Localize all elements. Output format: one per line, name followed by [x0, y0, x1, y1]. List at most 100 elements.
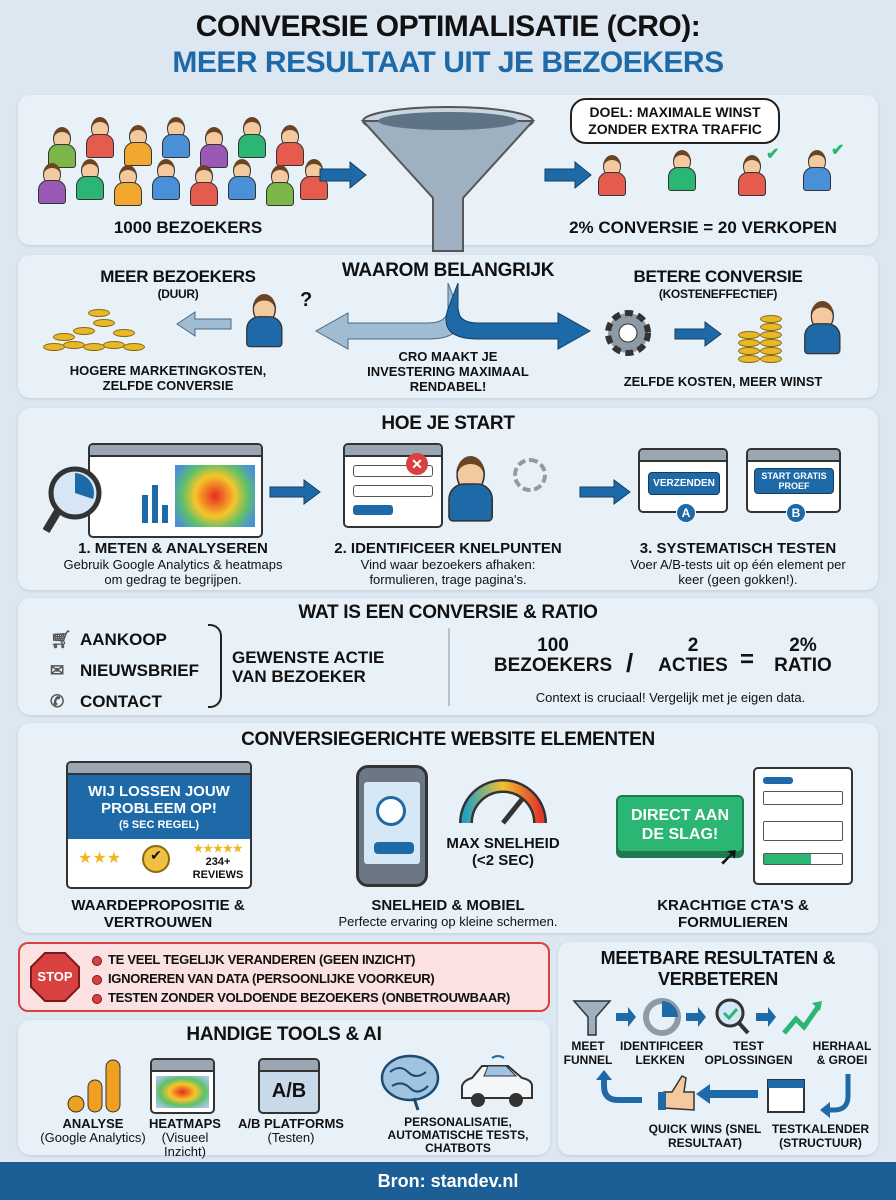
hero-banner: WIJ LOSSEN JOUW PROBLEEM OP!(5 SEC REGEL…	[68, 775, 250, 839]
tools-title: HANDIGE TOOLS & AI	[186, 1024, 382, 1045]
stop-sign-icon	[30, 952, 80, 1002]
title-line-2: MEER RESULTAAT UIT JE BEZOEKERS	[172, 46, 724, 79]
conversion-result-label: 2% CONVERSIE = 20 VERKOPEN	[569, 218, 837, 237]
better-conversion-sub: (KOSTENEFFECTIEF)	[658, 287, 778, 301]
arrow-left-icon	[176, 311, 232, 337]
better-conversion-title: BETERE CONVERSIE	[633, 267, 803, 286]
step-2-desc: Vind waar bezoekers afhaken: formulieren…	[360, 557, 536, 587]
cta-title: KRACHTIGE CTA'S & FORMULIEREN	[657, 897, 809, 931]
cursor-icon: ➚	[718, 841, 740, 871]
ratio-panel: WAT IS EEN CONVERSIE & RATIO 🛒︎AANKOOP ✉…	[18, 598, 878, 715]
ratio-result: 2%RATIO	[774, 635, 832, 676]
action-purchase: 🛒︎AANKOOP	[50, 624, 199, 655]
arrow-right-icon	[674, 321, 722, 347]
tool-ab: A/B PLATFORMS(Testen)	[238, 1116, 344, 1145]
stopwatch-icon	[376, 796, 406, 826]
pitfall-item: TESTEN ZONDER VOLDOENDE BEZOEKERS (ONBET…	[92, 988, 510, 1007]
cycle-title: MEETBARE RESULTATEN & VERBETEREN	[600, 948, 836, 989]
arrow-right-icon	[616, 1007, 636, 1027]
coin-stack-icon	[738, 305, 788, 365]
elements-title: CONVERSIEGERICHTE WEBSITE ELEMENTEN	[241, 729, 655, 750]
tools-panel: HANDIGE TOOLS & AI A/B ANALYSE(Google An…	[18, 1020, 550, 1159]
cart-icon: 🛒︎	[50, 630, 72, 649]
visitors-label: 1000 BEZOEKERS	[113, 218, 263, 237]
visitors-crowd	[38, 115, 328, 215]
google-analytics-icon	[67, 1059, 121, 1113]
brain-icon	[380, 1054, 440, 1111]
action-newsletter: ✉NIEUWSBRIEF	[50, 655, 199, 686]
growth-arrow-icon	[782, 1005, 821, 1035]
cycle-step-4: HERHAAL & GROEI	[812, 1039, 872, 1067]
why-title: WAAROM BELANGRIJK	[341, 260, 555, 281]
loading-spinner-icon	[513, 458, 547, 492]
value-prop-window: WIJ LOSSEN JOUW PROBLEEM OP!(5 SEC REGEL…	[66, 761, 252, 889]
magnifier-check-icon	[715, 998, 745, 1028]
heatmap-image	[175, 465, 255, 527]
start-panel: HOE JE START ✕ VERZENDEN START GRATIS PR…	[18, 408, 878, 590]
variant-b-badge: B	[786, 503, 806, 523]
error-icon: ✕	[406, 453, 428, 475]
pitfall-item: IGNOREREN VAN DATA (PERSOONLIJKE VOORKEU…	[92, 969, 510, 988]
thinking-person	[246, 294, 283, 348]
cta-button[interactable]: DIRECT AAN DE SLAG!	[616, 795, 744, 853]
tool-analyse: ANALYSE(Google Analytics)	[40, 1116, 146, 1145]
variant-b-window: START GRATIS PROEF	[746, 448, 841, 513]
form-window	[343, 443, 443, 528]
funnel-panel: 1000 BEZOEKERS DOEL: MAXIMALE WINST ZOND…	[18, 95, 878, 252]
step-1-desc: Gebruik Google Analytics & heatmaps om g…	[63, 557, 283, 587]
test-calendar-label: TESTKALENDER (STRUCTUUR)	[771, 1122, 870, 1150]
ratio-title: WAT IS EEN CONVERSIE & RATIO	[298, 602, 598, 623]
value-prop-title: WAARDEPROPOSITIE & VERTROUWEN	[71, 897, 245, 931]
variant-a-badge: A	[676, 503, 696, 523]
stars-icon: ★★★	[78, 850, 122, 867]
why-panel: WAAROM BELANGRIJK MEER BEZOEKERS (DUUR) …	[18, 255, 878, 398]
variant-a-window: VERZENDEN	[638, 448, 728, 513]
variant-b-button[interactable]: START GRATIS PROEF	[754, 468, 834, 494]
magnifier-icon	[43, 466, 102, 534]
arrow-right-icon	[756, 1007, 776, 1027]
more-visitors-title: MEER BEZOEKERS	[100, 267, 256, 286]
quick-wins-label: QUICK WINS (SNEL RESULTAAT)	[648, 1122, 762, 1150]
cycle-step-3: TEST OPLOSSINGEN	[704, 1039, 793, 1067]
arrow-right-icon	[269, 479, 321, 505]
smart-car-icon	[461, 1055, 533, 1107]
brace	[208, 624, 222, 708]
cro-caption: CRO MAAKT JE INVESTERING MAXIMAAL RENDAB…	[367, 349, 529, 394]
progress-bar	[763, 853, 843, 865]
happy-person	[804, 301, 841, 355]
equals-sign: =	[740, 646, 755, 673]
step-3-title: 3. SYSTEMATISCH TESTEN	[639, 540, 837, 557]
phone-icon: ✆	[50, 692, 65, 711]
pitfalls-list: TE VEEL TEGELIJK VERANDEREN (GEEN INZICH…	[92, 950, 510, 1007]
divider	[448, 628, 450, 706]
cycle-icons	[572, 998, 822, 1036]
buyers-group: ✔✔	[588, 142, 848, 210]
split-arrows-icon	[314, 283, 592, 350]
start-title: HOE JE START	[381, 413, 515, 434]
badge-icon: ✔	[142, 845, 170, 873]
check-icon: ✔	[766, 146, 780, 163]
tool-heatmaps: HEATMAPS(Visueel Inzicht)	[149, 1116, 221, 1159]
speed-mobile-title: SNELHEID & MOBIEL	[371, 897, 525, 914]
arrow-right-icon	[319, 160, 367, 190]
speed-mobile-desc: Perfecte ervaring op kleine schermen.	[338, 914, 558, 929]
title-line-1: CONVERSIE OPTIMALISATIE (CRO):	[195, 10, 701, 43]
pitfalls-panel: STOP TE VEEL TEGELIJK VERANDEREN (GEEN I…	[18, 942, 550, 1012]
more-visitors-caption: HOGERE MARKETINGKOSTEN, ZELFDE CONVERSIE	[69, 363, 267, 393]
funnel-icon	[360, 106, 536, 252]
footer-source: Bron: standev.nl	[0, 1162, 896, 1200]
gear-icon	[605, 310, 651, 356]
reviews-count: ★★★★★234+ REVIEWS	[192, 843, 244, 881]
ratio-note: Context is cruciaal! Vergelijk met je ei…	[535, 690, 806, 705]
frustrated-person	[448, 456, 494, 522]
cycle-step-2: IDENTIFICEER LEKKEN	[620, 1039, 704, 1067]
phone-icon	[356, 765, 428, 887]
heatmap-tool-icon	[150, 1058, 215, 1114]
variant-a-button[interactable]: VERZENDEN	[648, 472, 720, 495]
arrow-right-icon	[579, 479, 631, 505]
stop-text: STOP	[37, 969, 73, 984]
funnel-icon	[572, 1000, 612, 1036]
actions-caption: GEWENSTE ACTIE VAN BEZOEKER	[232, 648, 385, 686]
